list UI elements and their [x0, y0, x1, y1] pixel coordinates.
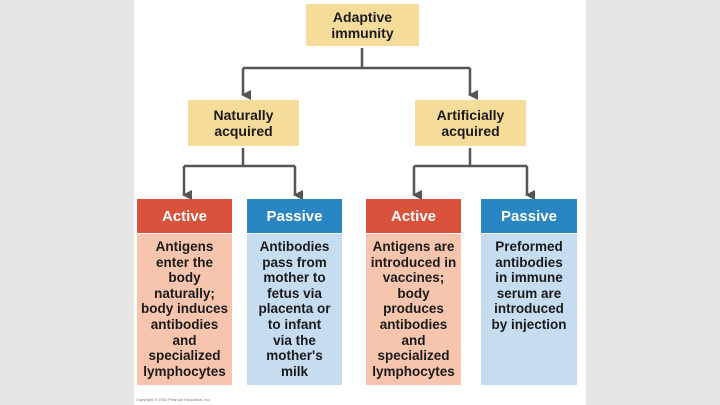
copyright-notice: Copyright © 2002 Pearson Education, Inc. [136, 397, 211, 402]
root-box-adaptive-immunity: Adaptive immunity [306, 4, 419, 46]
body-artificial-passive: Preformed antibodies in immune serum are… [481, 234, 577, 385]
body-natural-passive: Antibodies pass from mother to fetus via… [247, 234, 342, 385]
body-artificial-active: Antigens are introduced in vaccines; bod… [366, 234, 461, 385]
body-natural-active: Antigens enter the body naturally; body … [137, 234, 232, 385]
header-natural-passive: Passive [247, 199, 342, 233]
box-artificially-acquired: Artificially acquired [415, 100, 526, 146]
header-natural-active: Active [137, 199, 232, 233]
header-artificial-passive: Passive [481, 199, 577, 233]
header-artificial-active: Active [366, 199, 461, 233]
box-naturally-acquired: Naturally acquired [188, 100, 299, 146]
